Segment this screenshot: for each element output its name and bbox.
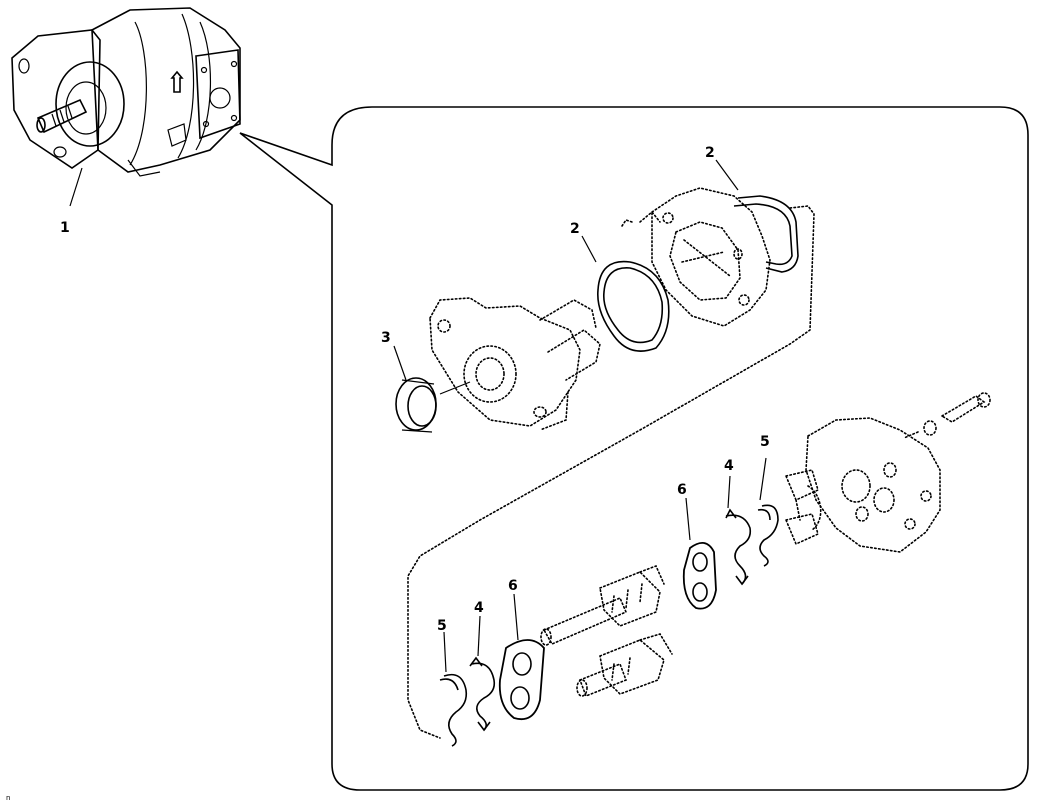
front-cover — [429, 297, 601, 431]
pump-assembly — [11, 7, 241, 207]
spring-clip-right — [725, 508, 752, 586]
spring-clip-left — [469, 656, 496, 732]
seal-ring-middle — [597, 260, 670, 352]
cap-screw — [903, 392, 991, 439]
callout-2-upper: 2 — [705, 145, 715, 161]
callout-2-middle: 2 — [570, 221, 580, 237]
body-housing — [621, 187, 771, 327]
callout-5-right: 5 — [760, 434, 770, 450]
shaft-seal — [395, 377, 437, 433]
snap-ring-left — [439, 673, 468, 747]
callout-4-right: 4 — [724, 458, 734, 474]
drive-gear-shaft — [540, 564, 665, 646]
detail-frame — [239, 106, 1029, 791]
corner-mark: n — [6, 794, 10, 802]
wear-plate-right — [682, 542, 717, 610]
callout-3: 3 — [381, 330, 391, 346]
callout-5-left: 5 — [437, 618, 447, 634]
driven-gear-shaft — [576, 633, 673, 698]
callout-6-left: 6 — [508, 578, 518, 594]
callout-1: 1 — [60, 220, 70, 236]
snap-ring-right — [757, 504, 779, 567]
rear-cover — [784, 417, 941, 553]
seal-ring-upper-right — [733, 195, 799, 273]
callout-4-left: 4 — [474, 600, 484, 616]
alignment-line — [407, 205, 815, 739]
wear-plate-left — [498, 639, 545, 721]
callout-6-right: 6 — [677, 482, 687, 498]
